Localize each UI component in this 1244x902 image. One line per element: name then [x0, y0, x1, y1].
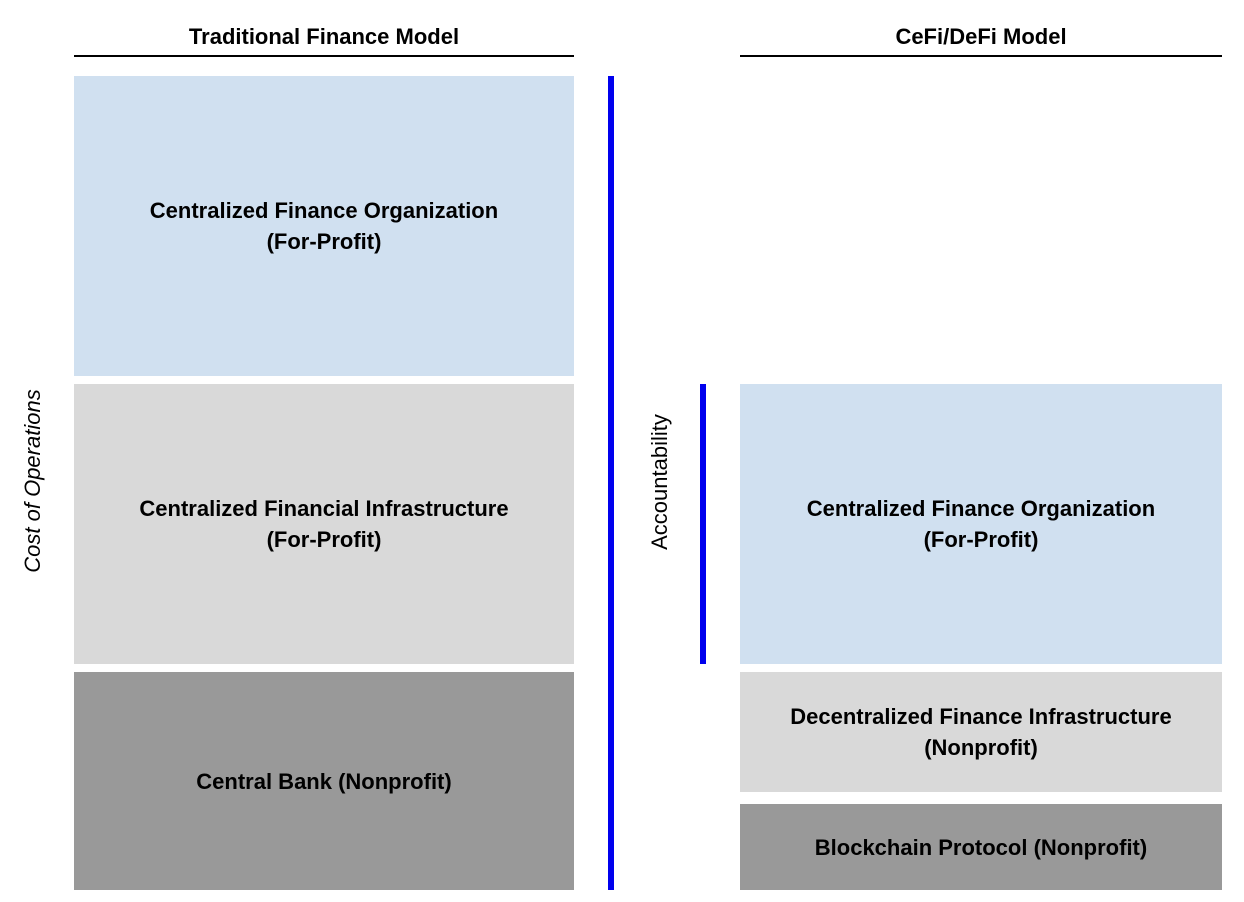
block-label: Decentralized Finance Infrastructure — [790, 704, 1172, 729]
block-sublabel: (For-Profit) — [266, 229, 382, 254]
left-model-title: Traditional Finance Model — [188, 24, 460, 49]
accountability-label: Accountability — [647, 414, 672, 550]
right-title-underline — [740, 55, 1222, 57]
block-sublabel: (For-Profit) — [923, 527, 1039, 552]
left-centralized-infrastructure-block: Centralized Financial Infrastructure (Fo… — [74, 384, 574, 664]
right-blockchain-protocol-block: Blockchain Protocol (Nonprofit) — [740, 804, 1222, 890]
cost-of-operations-label: Cost of Operations — [20, 389, 45, 573]
block-label: Central Bank (Nonprofit) — [196, 768, 452, 794]
block-sublabel: (For-Profit) — [266, 527, 382, 552]
left-title-underline — [74, 55, 574, 57]
left-centralized-finance-org-block: Centralized Finance Organization (For-Pr… — [74, 76, 574, 376]
block-label: Centralized Finance Organization — [149, 198, 499, 223]
accountability-axis-bar — [700, 384, 706, 664]
right-model-title: CeFi/DeFi Model — [895, 24, 1067, 49]
right-centralized-finance-org-block: Centralized Finance Organization (For-Pr… — [740, 384, 1222, 664]
block-label: Centralized Finance Organization — [806, 496, 1156, 521]
block-label: Centralized Financial Infrastructure — [139, 496, 509, 521]
left-central-bank-block: Central Bank (Nonprofit) — [74, 672, 574, 890]
block-sublabel: (Nonprofit) — [924, 735, 1038, 760]
right-defi-infrastructure-block: Decentralized Finance Infrastructure (No… — [740, 672, 1222, 792]
cost-axis-bar — [608, 76, 614, 890]
block-label: Blockchain Protocol (Nonprofit) — [814, 834, 1148, 860]
